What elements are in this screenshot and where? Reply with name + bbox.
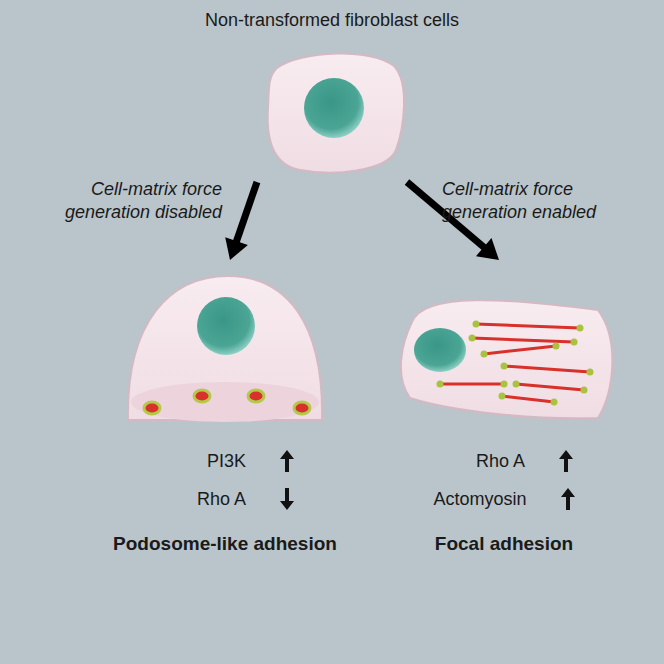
level-row: PI3K <box>110 450 340 472</box>
cell-node: Non-transformed fibroblast cells <box>182 10 482 180</box>
adhesion-type: Focal adhesion <box>384 532 624 556</box>
arrow-up-symbol <box>561 488 575 510</box>
cell-node: Rho A ActomyosinFocal adhesion <box>384 262 624 612</box>
cell-node: PI3K Rho A Podosome-like adhesion <box>110 262 340 612</box>
edge-label: Cell-matrix force generation disabled <box>22 178 222 223</box>
adhesion-type: Podosome-like adhesion <box>110 532 340 556</box>
molecule-label: Actomyosin <box>433 489 526 510</box>
edge-label: Cell-matrix force generation enabled <box>442 178 652 223</box>
molecule-label: Rho A <box>156 489 246 510</box>
cell-illustration <box>182 38 482 178</box>
arrow-up-symbol <box>559 450 573 472</box>
heading-text: Non-transformed fibroblast cells <box>182 10 482 31</box>
arrow-down-symbol <box>280 488 294 510</box>
level-row: Rho A <box>384 450 624 472</box>
level-row: Rho A <box>110 488 340 510</box>
cell-illustration <box>110 262 340 432</box>
arrow-up-symbol <box>280 450 294 472</box>
flow-arrow <box>225 182 257 260</box>
molecule-label: PI3K <box>156 451 246 472</box>
molecule-label: Rho A <box>435 451 525 472</box>
level-row: Actomyosin <box>384 488 624 510</box>
cell-illustration <box>384 262 624 432</box>
